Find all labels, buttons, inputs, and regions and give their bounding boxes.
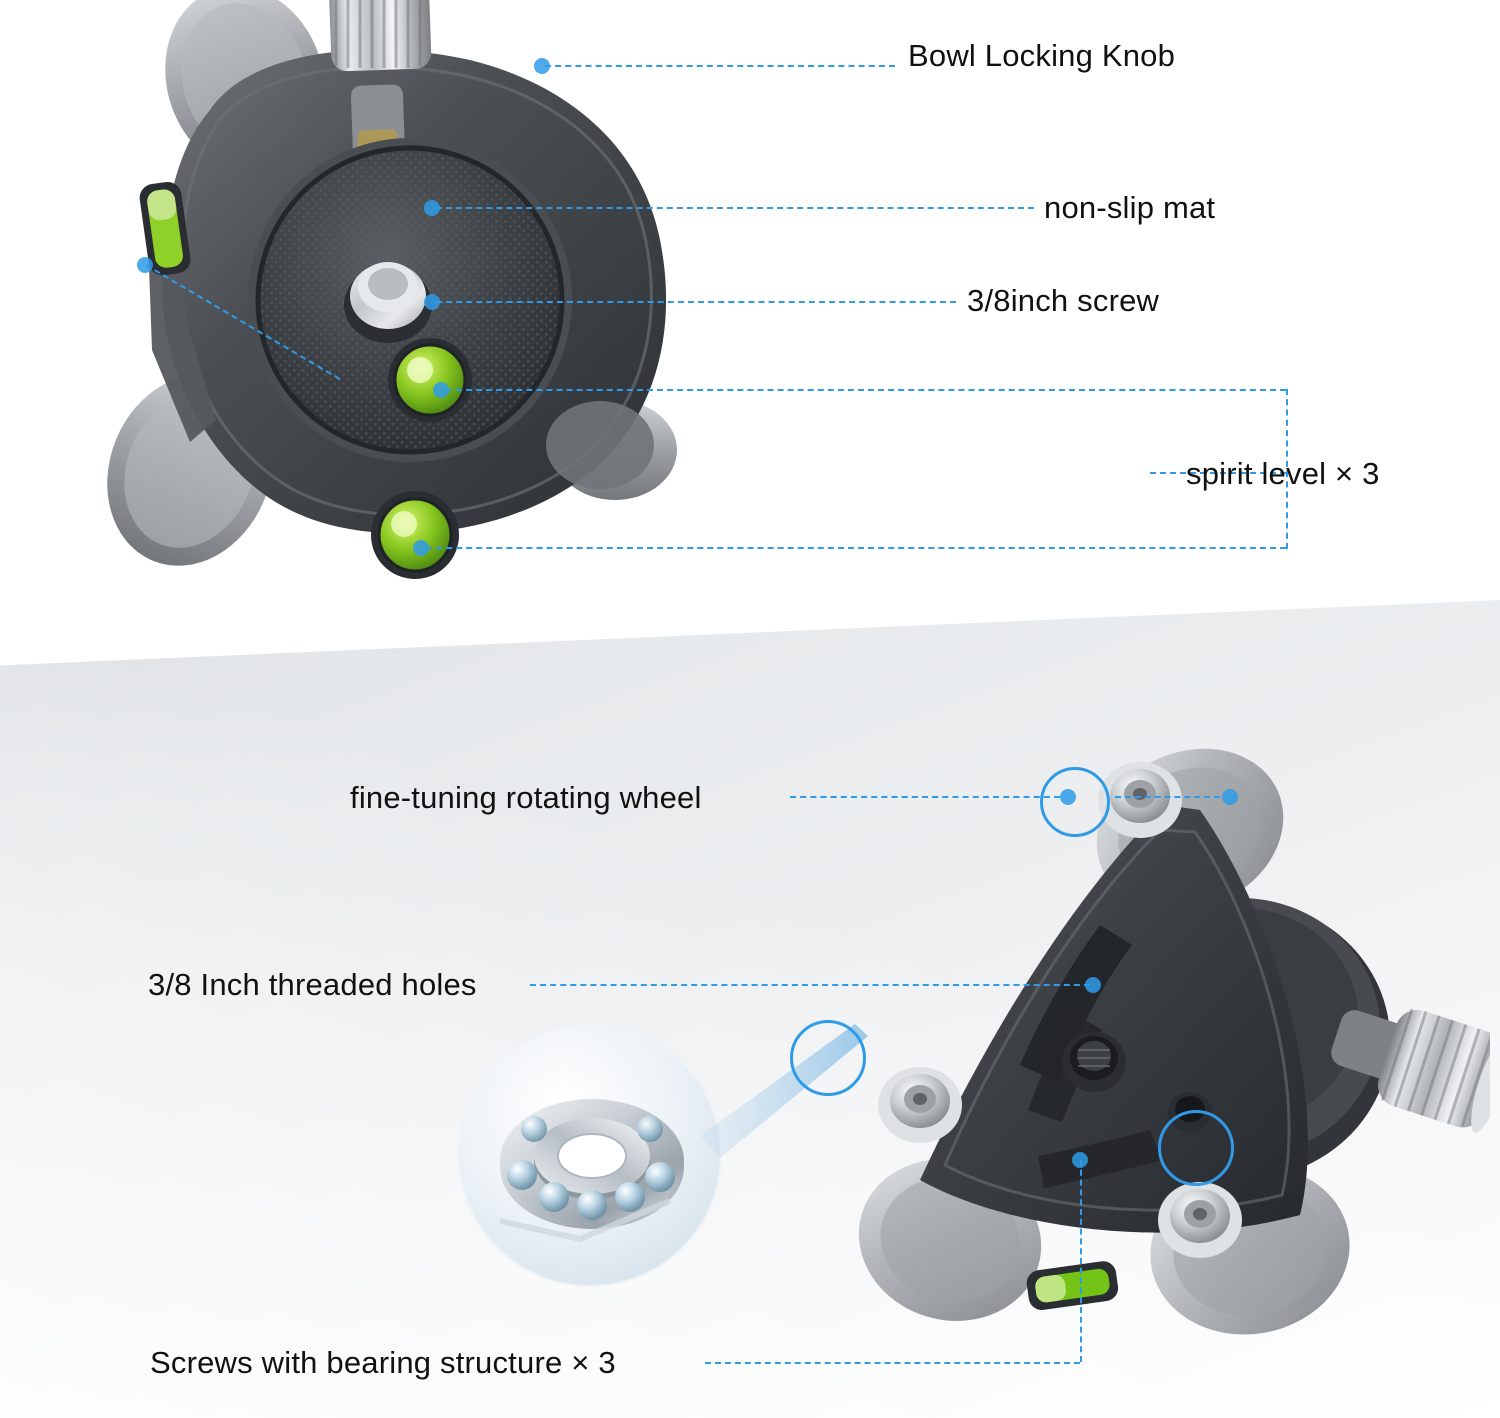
callout-label-non-slip-mat: non-slip mat — [1044, 190, 1216, 225]
highlight-ring-bearing-screw-left — [790, 1020, 866, 1096]
leader-threaded-holes-38 — [530, 984, 1090, 986]
callout-dot-bearing-screw — [1072, 1152, 1088, 1168]
leader-fine-tuning-rotating-wheel-2 — [1115, 796, 1220, 798]
callout-dot-threaded-hole — [1085, 977, 1101, 993]
leader-screw-38 — [436, 301, 956, 303]
callout-dot-fine-tuning-wheel-right — [1222, 789, 1238, 805]
callout-dot-screw-38 — [424, 294, 440, 310]
leader-non-slip-mat — [436, 207, 1034, 209]
product-top-view-image — [40, 0, 740, 610]
leader-spirit-level-bracket — [1286, 389, 1288, 549]
callout-dot-spirit-level-center — [433, 382, 449, 398]
highlight-ring-bearing-screw-lower — [1158, 1110, 1234, 1186]
panel-top-view: Bowl Locking Knob non-slip mat 3/8inch s… — [0, 0, 1500, 600]
leader-spirit-level-bottom — [426, 547, 1286, 549]
leader-spirit-level-stub — [1150, 472, 1286, 474]
callout-dot-non-slip-mat — [424, 200, 440, 216]
highlight-ring-fine-tuning-wheel — [1040, 767, 1110, 837]
panel-bottom-view: fine-tuning rotating wheel 3/8 Inch thre… — [0, 600, 1500, 1418]
callout-label-bowl-locking-knob: Bowl Locking Knob — [908, 38, 1176, 73]
leader-bowl-locking-knob — [545, 65, 895, 67]
callout-label-screws-bearing-structure: Screws with bearing structure × 3 — [150, 1345, 616, 1380]
callout-dot-spirit-level-bottom — [413, 540, 429, 556]
leader-spirit-level-center — [446, 389, 1286, 391]
callout-dot-bowl-locking-knob — [534, 58, 550, 74]
callout-label-spirit-level: spirit level × 3 — [1186, 456, 1380, 491]
leader-screws-bearing-bracket — [1080, 1160, 1082, 1362]
leader-screws-bearing-structure — [705, 1362, 1080, 1364]
callout-label-screw-38: 3/8inch screw — [967, 283, 1160, 318]
leader-fine-tuning-rotating-wheel — [790, 796, 1060, 798]
ball-bearing-inset — [460, 1025, 720, 1285]
callout-dot-spirit-level-left — [137, 257, 153, 273]
callout-label-fine-tuning-rotating-wheel: fine-tuning rotating wheel — [350, 780, 702, 815]
callout-label-threaded-holes-38: 3/8 Inch threaded holes — [148, 967, 477, 1002]
